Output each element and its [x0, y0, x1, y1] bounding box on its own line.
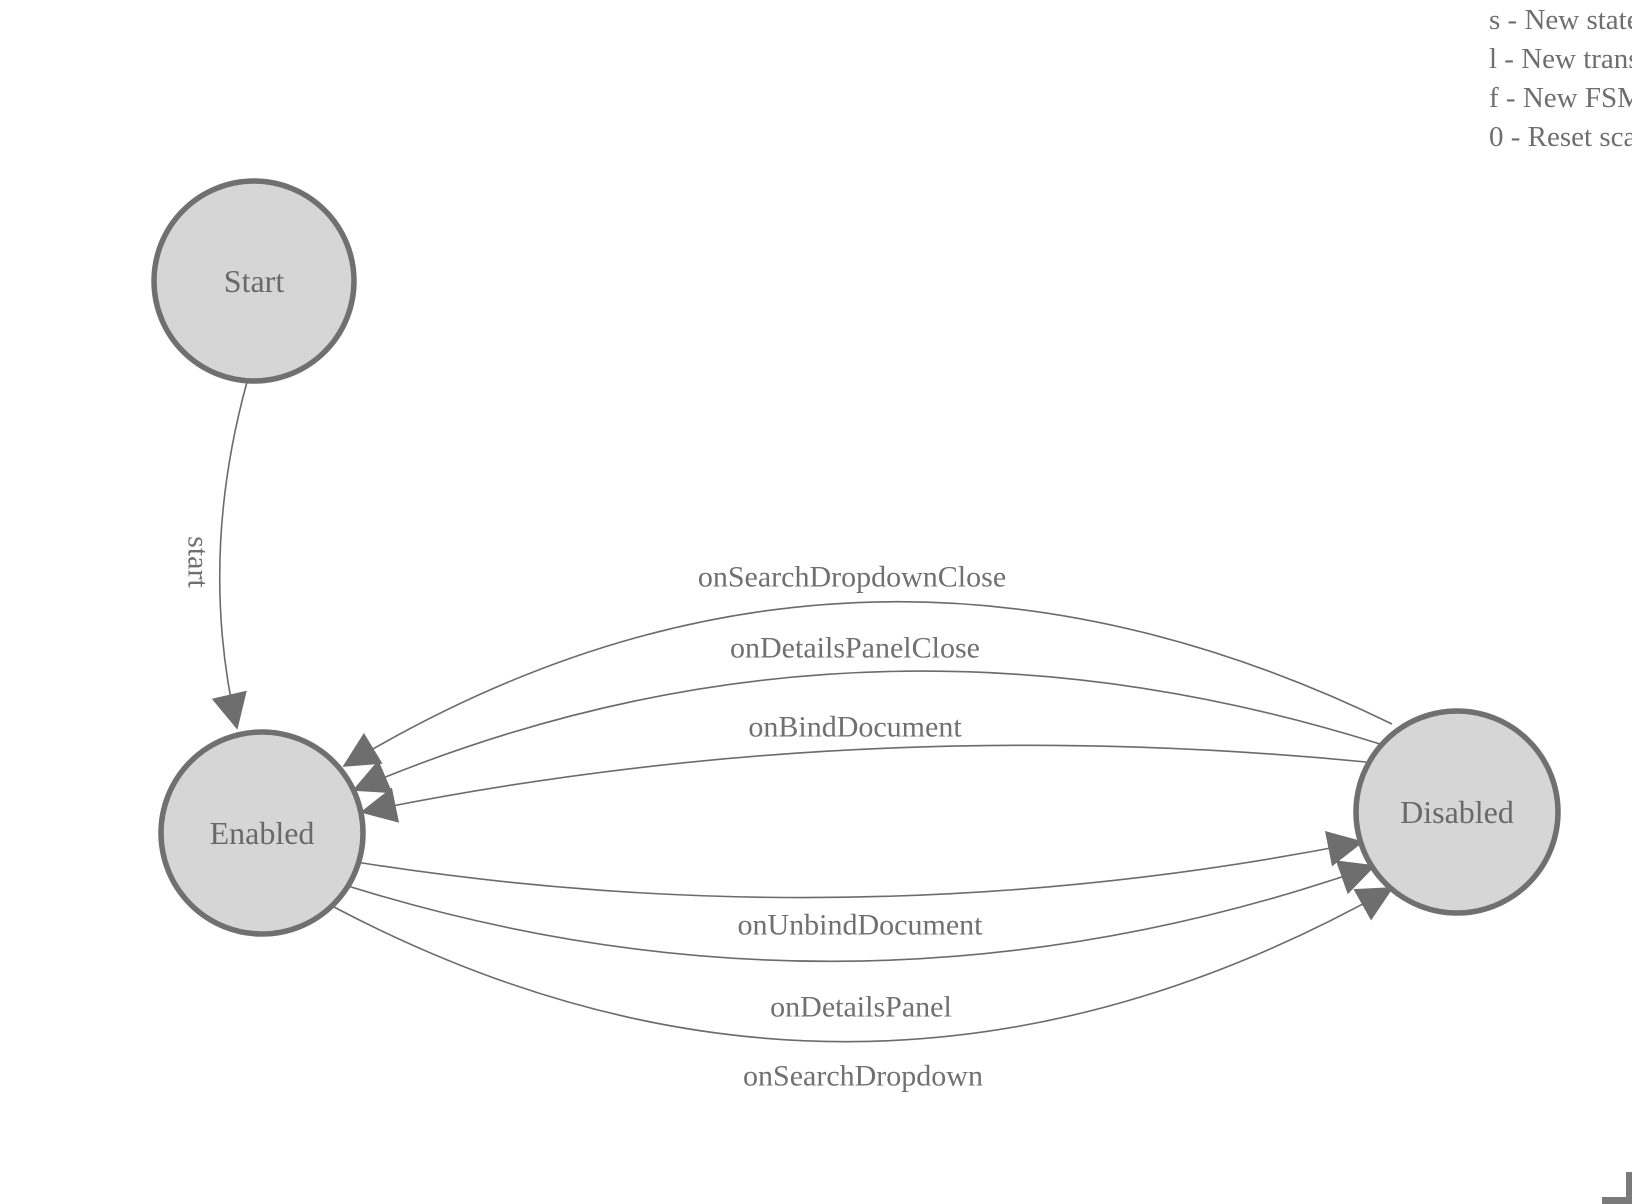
edge-label-on-bind-document: onBindDocument	[748, 711, 962, 744]
shortcut-reset-scale: 0 - Reset scale	[1489, 121, 1632, 153]
edge-label-on-details-panel-close: onDetailsPanelClose	[730, 632, 980, 665]
edge-label-on-unbind-document: onUnbindDocument	[738, 909, 984, 942]
edge-on-unbind-document[interactable]	[355, 831, 1364, 899]
edge-on-bind-document[interactable]	[360, 744, 1367, 823]
state-start-label: Start	[224, 263, 285, 299]
edge-on-search-dropdown-close[interactable]	[342, 600, 1393, 767]
offscreen-element-corner-vertical	[1626, 1172, 1632, 1204]
edge-on-details-panel-close[interactable]	[352, 670, 1381, 794]
edge-on-details-panel[interactable]	[347, 860, 1376, 963]
state-enabled-circle[interactable]	[158, 729, 366, 937]
offscreen-element-corner-horizontal	[1602, 1197, 1632, 1204]
state-enabled-label: Enabled	[210, 815, 315, 851]
state-disabled-label: Disabled	[1400, 794, 1514, 830]
shortcut-new-transition: l - New transition	[1489, 43, 1632, 75]
shortcut-hints: s - New state l - New transition f - New…	[1489, 1, 1632, 157]
state-enabled[interactable]: Enabled	[158, 729, 366, 937]
edge-label-on-search-dropdown: onSearchDropdown	[743, 1060, 983, 1093]
state-disabled[interactable]: Disabled	[1353, 708, 1561, 916]
edge-start[interactable]	[211, 381, 248, 730]
edge-label-on-search-dropdown-close: onSearchDropdownClose	[698, 561, 1006, 594]
shortcut-new-state: s - New state	[1489, 4, 1632, 36]
state-disabled-circle[interactable]	[1353, 708, 1561, 916]
state-start[interactable]: Start	[151, 178, 357, 384]
state-start-circle[interactable]	[151, 178, 357, 384]
shortcut-new-fsm: f - New FSM	[1489, 82, 1632, 114]
edge-label-on-details-panel: onDetailsPanel	[770, 991, 952, 1024]
edge-label-start: start	[182, 536, 215, 588]
edge-on-search-dropdown[interactable]	[331, 887, 1394, 1043]
